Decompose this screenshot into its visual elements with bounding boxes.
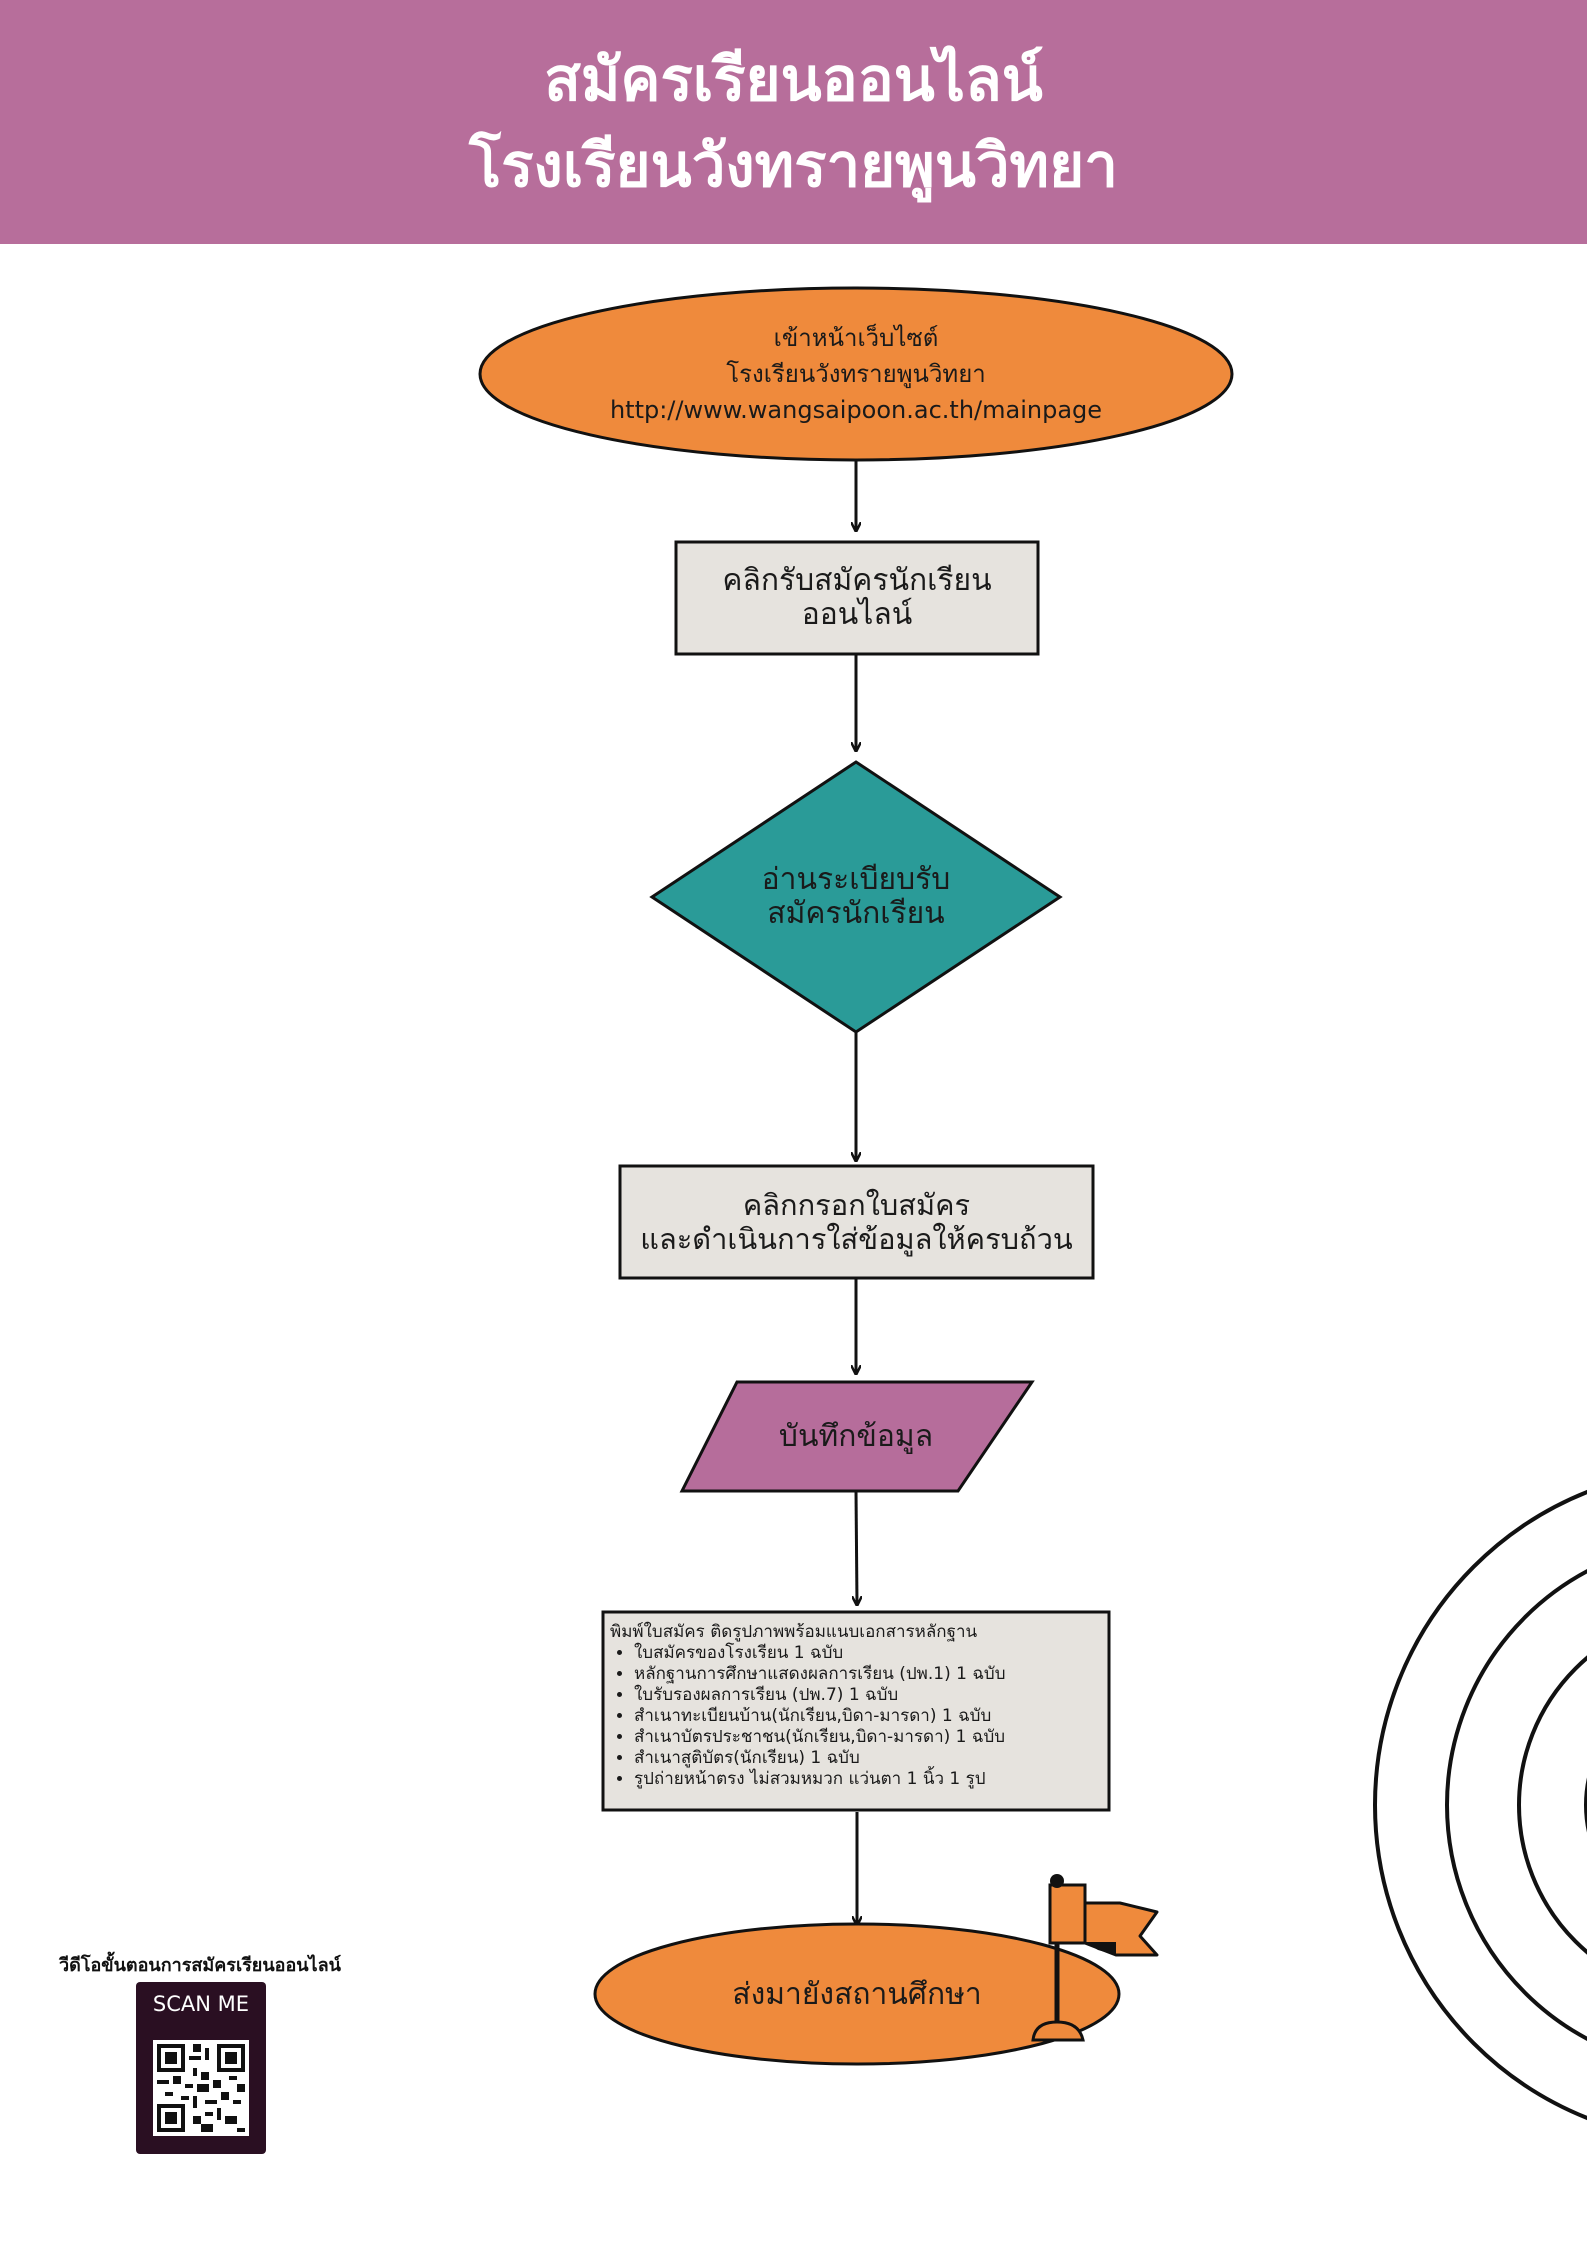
start-line2: โรงเรียนวังทรายพูนวิทยา bbox=[726, 360, 986, 388]
decision-read-rules-label: อ่านระเบียบรับ สมัครนักเรียน bbox=[700, 840, 1012, 954]
step-fill-form-label: คลิกกรอกใบสมัคร และดำเนินการใส่ข้อมูลให้… bbox=[620, 1166, 1093, 1278]
end-text: ส่งมายังสถานศึกษา bbox=[732, 1977, 982, 2012]
documents-list: พิมพ์ใบสมัคร ติดรูปภาพพร้อมแนบเอกสารหลัก… bbox=[610, 1622, 1090, 1807]
qr-code-icon[interactable] bbox=[153, 2040, 249, 2136]
decision-line1: อ่านระเบียบรับ bbox=[761, 862, 951, 897]
header-banner: สมัครเรียนออนไลน์ โรงเรียนวังทรายพูนวิทย… bbox=[0, 0, 1587, 244]
step2-line1: คลิกกรอกใบสมัคร bbox=[742, 1188, 971, 1222]
documents-heading: พิมพ์ใบสมัคร ติดรูปภาพพร้อมแนบเอกสารหลัก… bbox=[610, 1622, 978, 1642]
step2-line2: และดำเนินการใส่ข้อมูลให้ครบถ้วน bbox=[640, 1222, 1073, 1256]
decision-read-rules bbox=[649, 760, 1063, 1034]
document-item: สำเนาบัตรประชาชน(นักเรียน,บิดา-มารดา) 1 … bbox=[634, 1727, 1090, 1748]
qr-caption: วีดีโอขั้นตอนการสมัครเรียนออนไลน์ bbox=[59, 1955, 341, 1976]
end-terminal-label: ส่งมายังสถานศึกษา bbox=[620, 1960, 1094, 2030]
start-terminal bbox=[478, 286, 1234, 462]
document-item: ใบสมัครของโรงเรียน 1 ฉบับ bbox=[634, 1643, 1090, 1664]
document-item: ใบรับรองผลการเรียน (ปพ.7) 1 ฉบับ bbox=[634, 1685, 1090, 1706]
documents-box bbox=[601, 1610, 1111, 1812]
qr-card[interactable]: SCAN ME bbox=[136, 1982, 266, 2154]
page-title-line1: สมัครเรียนออนไลน์ bbox=[544, 45, 1043, 115]
document-item: สำเนาทะเบียนบ้าน(นักเรียน,บิดา-มารดา) 1 … bbox=[634, 1706, 1090, 1727]
document-item: สำเนาสูติบัตร(นักเรียน) 1 ฉบับ bbox=[634, 1748, 1090, 1769]
step-click-register bbox=[674, 540, 1040, 656]
scan-me-label: SCAN ME bbox=[152, 1992, 250, 2016]
documents-items: ใบสมัครของโรงเรียน 1 ฉบับ หลักฐานการศึกษ… bbox=[610, 1643, 1090, 1790]
start-line1: เข้าหน้าเว็บไซต์ bbox=[773, 324, 939, 352]
flag-icon bbox=[1031, 1874, 1159, 2042]
step-click-register-label: คลิกรับสมัครนักเรียน ออนไลน์ bbox=[676, 542, 1038, 654]
end-terminal bbox=[593, 1922, 1121, 2066]
start-terminal-label: เข้าหน้าเว็บไซต์ โรงเรียนวังทรายพูนวิทยา… bbox=[480, 318, 1232, 430]
document-item: รูปถ่ายหน้าตรง ไม่สวมหมวก แว่นตา 1 นิ้ว … bbox=[634, 1769, 1090, 1790]
step-fill-form bbox=[618, 1164, 1095, 1280]
concentric-rings-decoration bbox=[1373, 1489, 1587, 2121]
page-title-line2: โรงเรียนวังทรายพูนวิทยา bbox=[469, 131, 1118, 201]
document-item: หลักฐานการศึกษาแสดงผลการเรียน (ปพ.1) 1 ฉ… bbox=[634, 1664, 1090, 1685]
data-save-text: บันทึกข้อมูล bbox=[778, 1418, 934, 1454]
step1-line1: คลิกรับสมัครนักเรียน bbox=[722, 563, 992, 598]
decision-line2: สมัครนักเรียน bbox=[767, 896, 945, 931]
connector-data-documents bbox=[856, 1490, 857, 1604]
data-save bbox=[679, 1380, 1035, 1493]
step1-line2: ออนไลน์ bbox=[801, 597, 913, 632]
data-save-label: บันทึกข้อมูล bbox=[700, 1382, 1012, 1491]
start-url: http://www.wangsaipoon.ac.th/mainpage bbox=[609, 396, 1103, 424]
